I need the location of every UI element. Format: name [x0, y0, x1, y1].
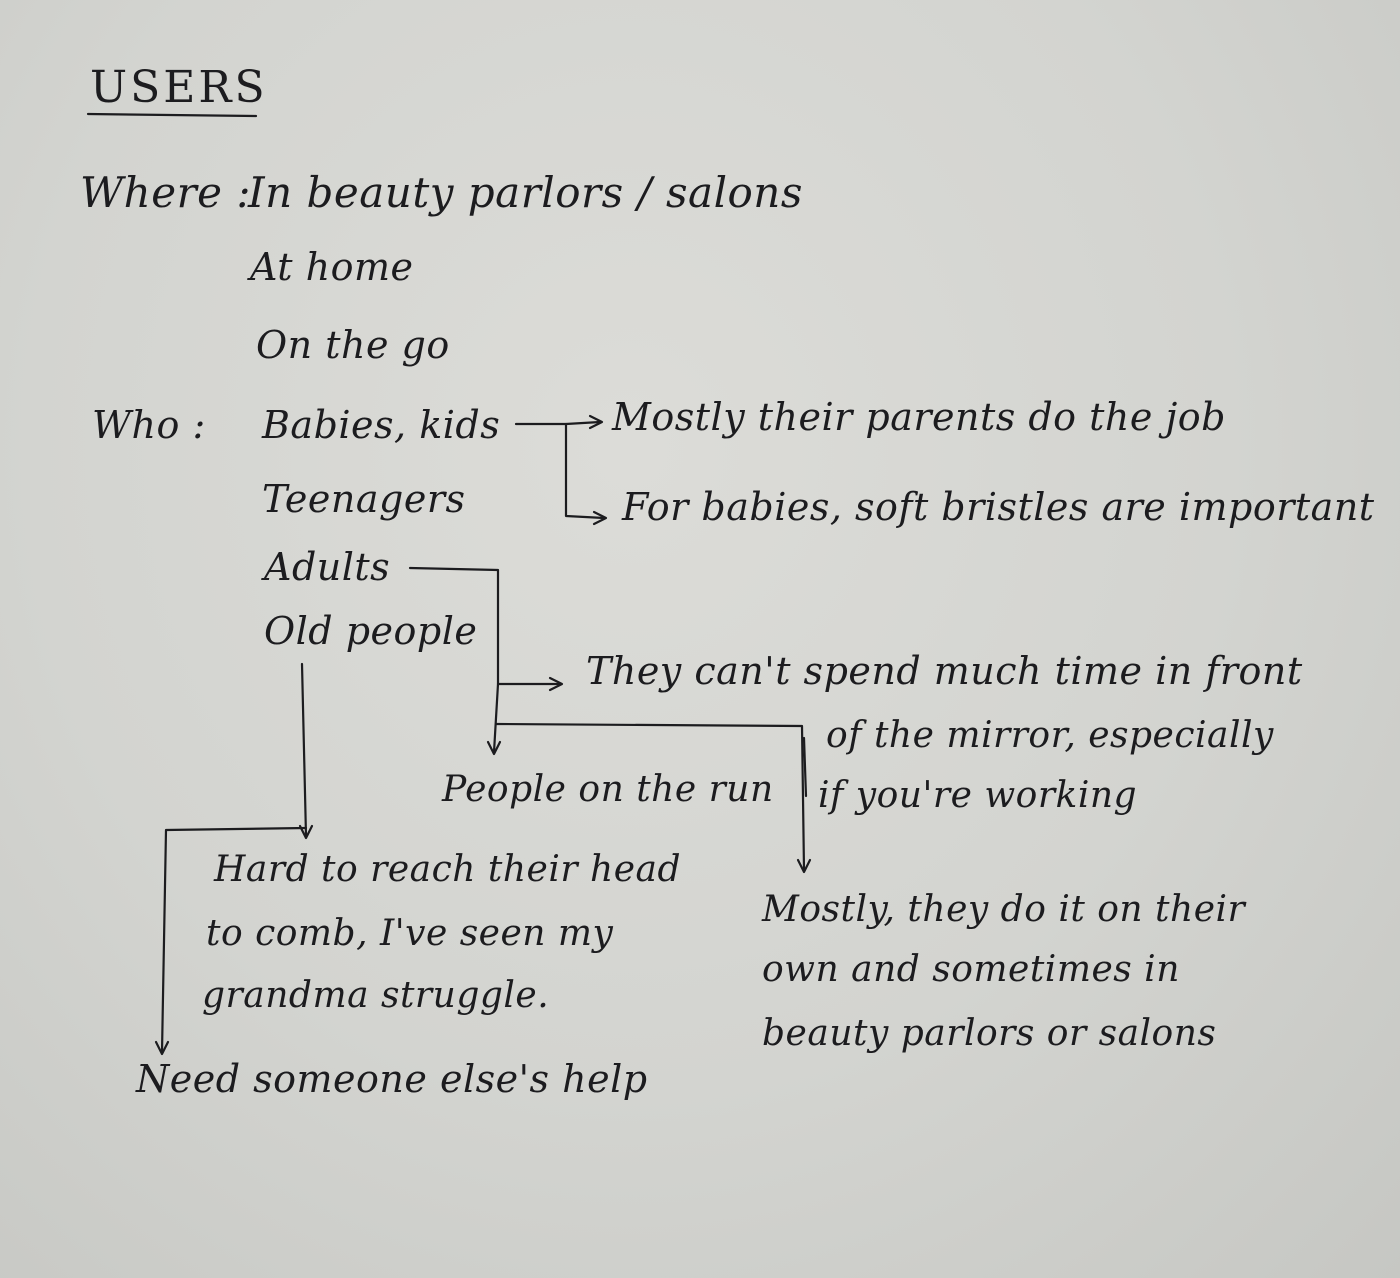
note-bristles: For babies, soft bristles are important — [622, 485, 1375, 529]
note-reach-line-3: grandma struggle. — [202, 975, 550, 1016]
where-item-home: At home — [250, 245, 414, 289]
note-reach-line-1: Hard to reach their head — [214, 849, 682, 890]
note-mirror-line-1: They can't spend much time in front — [586, 649, 1303, 693]
note-own-line-2: own and sometimes in — [762, 949, 1180, 990]
note-mirror-line-2: of the mirror, especially — [826, 715, 1274, 756]
where-label: Where : — [80, 168, 252, 217]
who-item-teenagers: Teenagers — [262, 477, 466, 521]
note-own-line-1: Mostly, they do it on their — [762, 889, 1246, 930]
note-mirror-line-3: if you're working — [818, 775, 1138, 816]
note-own-line-3: beauty parlors or salons — [762, 1013, 1217, 1054]
note-reach-line-2: to comb, I've seen my — [206, 913, 614, 954]
where-item-salons: In beauty parlors / salons — [248, 168, 803, 217]
page-title: USERS — [90, 62, 268, 113]
arrow-to-mostly-own — [494, 722, 806, 872]
who-item-old-people: Old people — [264, 609, 478, 653]
who-item-adults: Adults — [264, 545, 391, 589]
note-need-help: Need someone else's help — [136, 1057, 648, 1101]
note-parents: Mostly their parents do the job — [612, 395, 1226, 439]
arrow-kids-to-parents — [514, 420, 602, 426]
mirror-bracket — [802, 736, 808, 798]
where-item-go: On the go — [256, 323, 450, 367]
note-people-on-run: People on the run — [442, 769, 774, 810]
arrow-old-to-hard-reach — [300, 662, 308, 838]
arrow-adults-branch — [408, 566, 562, 686]
arrow-to-need-help — [160, 826, 308, 1054]
who-item-babies: Babies, kids — [262, 403, 501, 447]
arrow-kids-to-bristles — [564, 422, 606, 520]
arrow-to-people-run — [492, 682, 500, 754]
who-label: Who : — [92, 403, 206, 447]
title-underline — [86, 112, 258, 118]
